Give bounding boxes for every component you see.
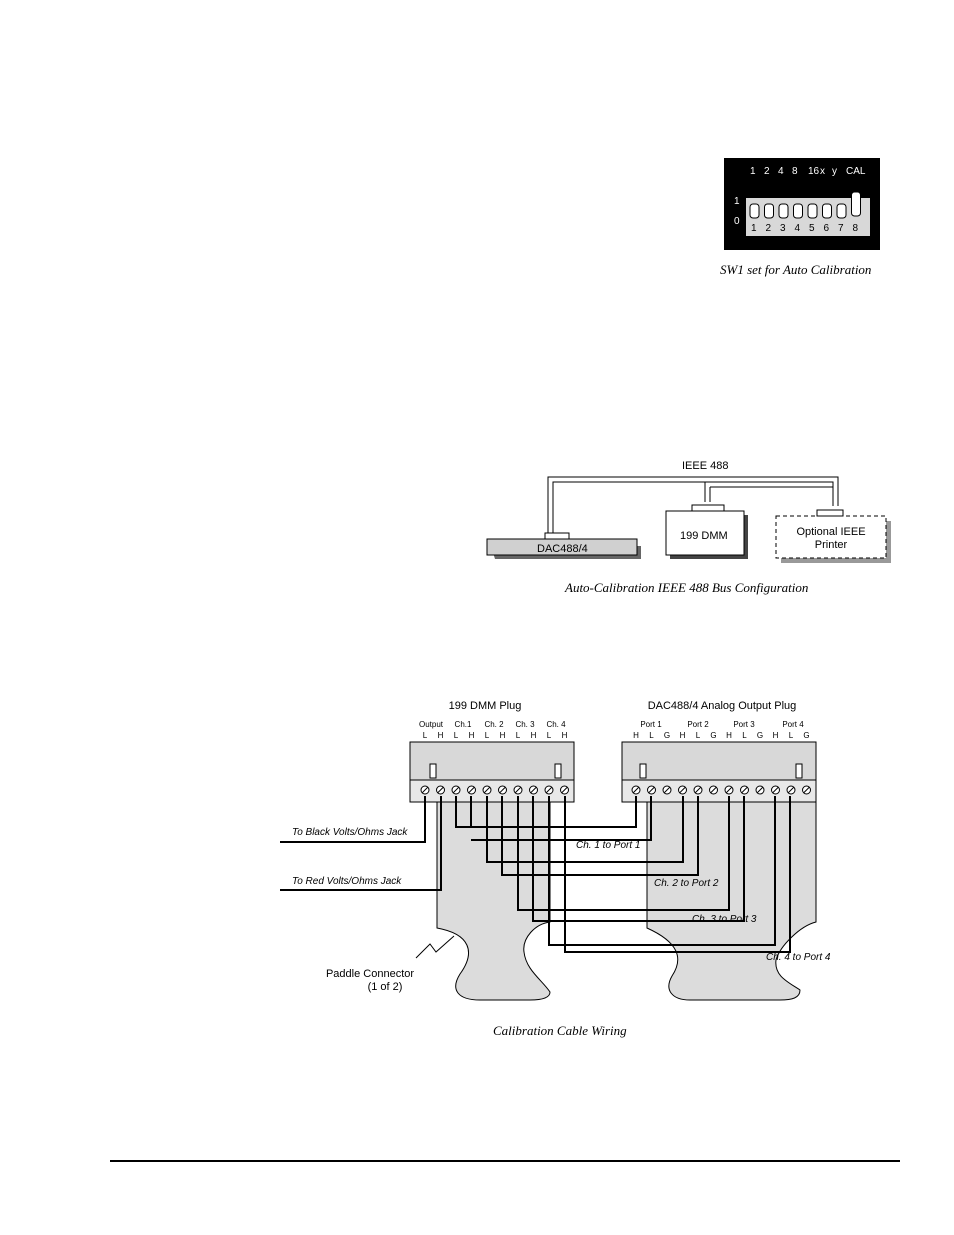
paddle-connector-left — [436, 801, 551, 1001]
dac-pin-label: L — [649, 731, 654, 740]
dac-group-label: Port 2 — [687, 720, 709, 729]
sw1-bottom-label: 4 — [795, 223, 801, 234]
dmm-pin-label: H — [531, 731, 537, 740]
sw1-row-label-0: 0 — [734, 216, 740, 227]
dmm-pin-label: L — [547, 731, 552, 740]
dac-pin-label: H — [773, 731, 779, 740]
sw1-bottom-label: 3 — [780, 223, 786, 234]
sw1-top-label: 1 — [750, 166, 756, 177]
dac-pin-label: G — [757, 731, 763, 740]
paddle-label-1: Paddle Connector — [326, 968, 414, 980]
wire-label-ch2: Ch. 2 to Port 2 — [654, 878, 719, 889]
wiring-caption: Calibration Cable Wiring — [493, 1023, 627, 1038]
sw1-top-label: x — [820, 166, 825, 177]
dac-pin-label: G — [664, 731, 670, 740]
sw1-row-label-1: 1 — [734, 196, 740, 207]
sw1-toggle — [749, 203, 760, 219]
sw1-top-label: 16 — [808, 166, 820, 177]
ieee-bus-figure: IEEE 488 DAC488/4 199 DMM Optional IEEE … — [486, 460, 891, 563]
dmm-pin-label: H — [500, 731, 506, 740]
sw1-bottom-label: 8 — [853, 223, 859, 234]
sw1-bottom-label: 2 — [766, 223, 772, 234]
dmm-group-label: Ch. 3 — [515, 720, 535, 729]
sw1-caption: SW1 set for Auto Calibration — [720, 262, 872, 277]
sw1-toggle — [836, 203, 847, 219]
dmm-pin-label: L — [485, 731, 490, 740]
dmm-pin-label: H — [562, 731, 568, 740]
wires — [280, 796, 791, 953]
dac-pin-label: H — [726, 731, 732, 740]
sw1-top-label: 4 — [778, 166, 784, 177]
dac-pin-label: L — [742, 731, 747, 740]
printer-label-2: Printer — [815, 539, 848, 551]
dac-pin-label: L — [789, 731, 794, 740]
dmm-pin-label: L — [516, 731, 521, 740]
sw1-toggle — [807, 203, 818, 219]
dmm-group-label: Ch. 2 — [484, 720, 504, 729]
dac-plug-body — [621, 741, 817, 781]
dmm-pin-label: H — [469, 731, 475, 740]
dac488-label: DAC488/4 — [537, 543, 588, 555]
sw1-bottom-label: 1 — [751, 223, 757, 234]
sw1-top-label: CAL — [846, 166, 866, 177]
dmm-plug-body — [409, 741, 575, 781]
sw1-toggle — [793, 203, 803, 219]
dac-pin-label: G — [803, 731, 809, 740]
wire-label-ch3: Ch. 3 to Port 3 — [692, 914, 757, 925]
footer-rule — [110, 1160, 900, 1162]
cable-wiring-figure: 199 DMM Plug DAC488/4 Analog Output Plug… — [280, 700, 831, 1001]
printer-label-1: Optional IEEE — [796, 526, 865, 538]
bus-caption: Auto-Calibration IEEE 488 Bus Configurat… — [565, 580, 809, 595]
sw1-toggle — [764, 203, 774, 219]
dac-group-label: Port 1 — [640, 720, 662, 729]
dmm-label: 199 DMM — [680, 530, 728, 542]
dmm-pin-label: L — [423, 731, 428, 740]
dmm-pin-label: L — [454, 731, 459, 740]
dac-pin-label: G — [710, 731, 716, 740]
bus-title: IEEE 488 — [682, 460, 728, 472]
sw1-toggle — [822, 203, 832, 219]
dmm-pin-label: H — [438, 731, 444, 740]
black-jack-label: To Black Volts/Ohms Jack — [292, 827, 408, 838]
sw1-top-label: 2 — [764, 166, 770, 177]
sw1-bottom-label: 7 — [838, 223, 844, 234]
dmm-group-label: Output — [419, 720, 444, 729]
red-jack-label: To Red Volts/Ohms Jack — [292, 876, 402, 887]
sw1-toggle — [778, 203, 789, 219]
sw1-top-label: y — [832, 166, 837, 177]
dac-pin-label: H — [680, 731, 686, 740]
sw1-toggle — [851, 191, 861, 217]
dmm-plug-title: 199 DMM Plug — [449, 700, 522, 712]
dac-pin-label: H — [633, 731, 639, 740]
paddle-connector-right — [646, 801, 817, 1001]
printer-box — [775, 515, 887, 559]
dac-group-label: Port 4 — [782, 720, 804, 729]
sw1-top-label: 8 — [792, 166, 798, 177]
dmm-group-label: Ch.1 — [455, 720, 472, 729]
sw1-bottom-label: 6 — [824, 223, 830, 234]
dac-pin-label: L — [696, 731, 701, 740]
sw1-bottom-label: 5 — [809, 223, 815, 234]
dmm-group-label: Ch. 4 — [546, 720, 566, 729]
paddle-label-2: (1 of 2) — [368, 981, 403, 993]
dac-group-label: Port 3 — [733, 720, 755, 729]
dac-plug-title: DAC488/4 Analog Output Plug — [648, 700, 797, 712]
wire-label-ch4: Ch. 4 to Port 4 — [766, 952, 831, 963]
wire-label-ch1: Ch. 1 to Port 1 — [576, 840, 640, 851]
